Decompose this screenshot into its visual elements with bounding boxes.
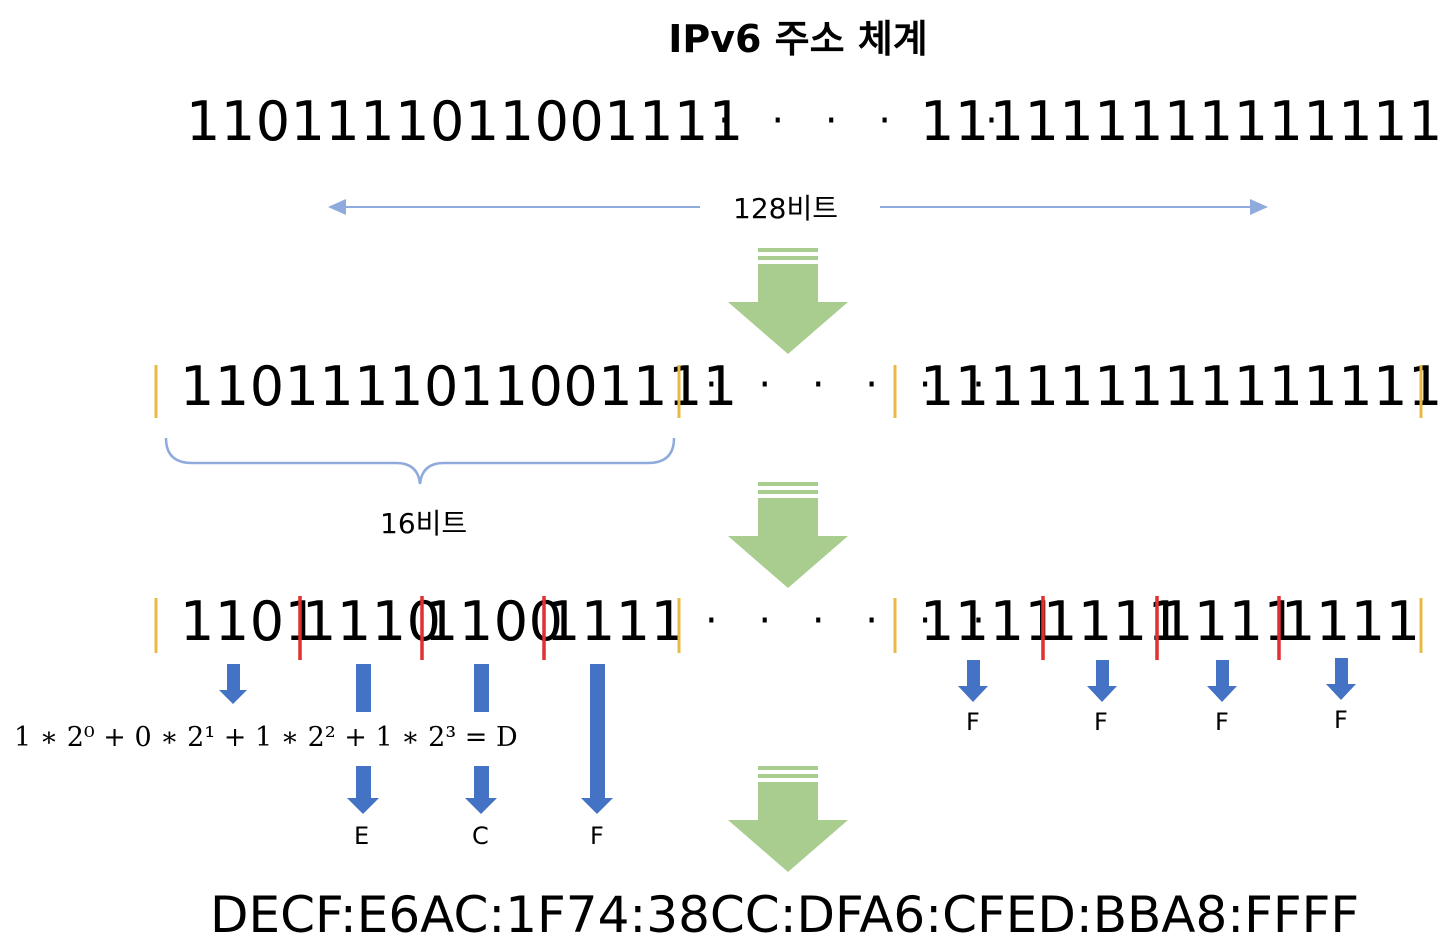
hex-label-right-3: F (1215, 708, 1229, 736)
row3-left-group-4: 1111 (546, 590, 686, 653)
hex-label-c: C (472, 822, 489, 850)
hex-label-right-2: F (1094, 708, 1108, 736)
red-nibble-dividers (298, 596, 1281, 660)
row3-right-group-2: 1111 (1043, 590, 1183, 653)
conversion-formula: 1 ∗ 2⁰ + 0 ∗ 2¹ + 1 ∗ 2² + 1 ∗ 2³ = D (14, 722, 518, 753)
span-label-128: 128비트 (733, 192, 838, 225)
row3-right-group-4: 1111 (1281, 590, 1421, 653)
row3-left-group-3: 1100 (424, 590, 564, 653)
row1-left-bits: 1101111011001111 (186, 90, 744, 153)
row3-left-group-1: 1101 (180, 590, 320, 653)
down-arrow-icon (728, 766, 848, 872)
yellow-dividers-row3 (154, 598, 1423, 653)
row3-right-group-1: 1111 (920, 590, 1060, 653)
hex-label-e: E (354, 822, 370, 850)
yellow-dividers (154, 365, 1423, 418)
row2-left-bits: 1101111011001111 (180, 355, 738, 418)
down-arrow-icon (728, 248, 848, 354)
row3-dots: · · · · · · (705, 598, 999, 644)
page-title: IPv6 주소 체계 (668, 17, 928, 61)
hex-label-f: F (590, 822, 604, 850)
row3-right-group-3: 1111 (1159, 590, 1299, 653)
row2-dots: · · · · · · (705, 362, 999, 408)
row1-right-bits: 1111111111111111 (920, 90, 1446, 153)
row1-dots: · · · · · · (718, 98, 1012, 144)
brace-label-16: 16비트 (380, 507, 468, 540)
hex-label-right-1: F (966, 708, 980, 736)
final-ipv6-address: DECF:E6AC:1F74:38CC:DFA6:CFED:BBA8:FFFF (210, 886, 1360, 944)
down-arrow-icon (728, 482, 848, 588)
hex-label-right-4: F (1334, 706, 1348, 734)
down-arrow-icon (219, 664, 613, 814)
down-arrow-icon (958, 658, 1356, 702)
row2-right-bits: 1111111111111111 (920, 355, 1446, 418)
brace-icon (164, 437, 676, 485)
row3-left-group-2: 1110 (302, 590, 442, 653)
